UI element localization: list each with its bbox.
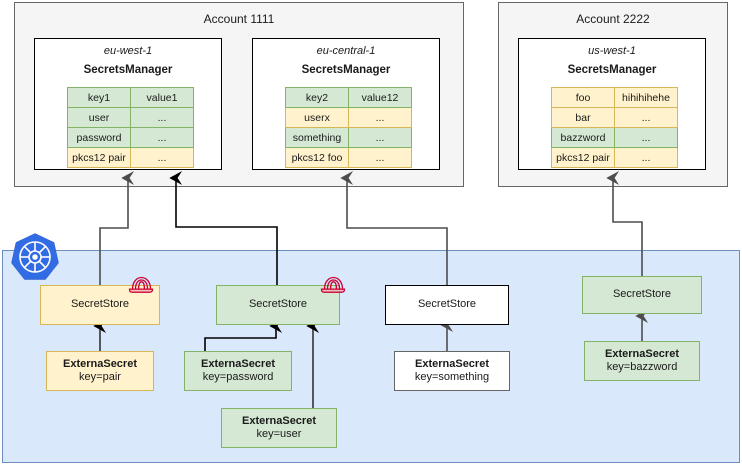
externasecret-key: key=bazzword: [606, 361, 678, 373]
secret-key: password: [67, 127, 131, 148]
secret-value: value1: [130, 87, 194, 108]
externasecret-key: key=password: [202, 371, 274, 383]
hard-hat-icon: [318, 272, 348, 296]
secrets-table: key2 value12 userx ... something ... pkc…: [285, 87, 412, 168]
secret-key: key2: [285, 87, 349, 108]
table-row: password ...: [67, 127, 194, 148]
table-row: userx ...: [285, 107, 412, 128]
externasecret-node-user[interactable]: ExternaSecret key=user: [221, 408, 337, 448]
region-title: eu-west-1: [103, 45, 153, 57]
secretsmanager-title: SecretsManager: [83, 64, 173, 76]
region-box-us-west-1: us-west-1 SecretsManager foo hihihihehe …: [518, 38, 706, 170]
table-row: pkcs12 pair ...: [67, 147, 194, 168]
externasecret-key: key=pair: [79, 371, 121, 383]
secret-key: userx: [285, 107, 349, 128]
secret-value: ...: [130, 107, 194, 128]
secret-key: pkcs12 pair: [551, 147, 615, 168]
kubernetes-icon: [11, 233, 59, 280]
externasecret-title: ExternaSecret: [242, 414, 316, 427]
secrets-table: key1 value1 user ... password ... pkcs12…: [67, 87, 194, 168]
externasecret-node-something[interactable]: ExternaSecret key=something: [394, 351, 510, 391]
secrets-table: foo hihihihehe bar ... bazzword ... pkcs…: [551, 87, 678, 168]
secret-key: foo: [551, 87, 615, 108]
secret-value: ...: [348, 147, 412, 168]
table-row: pkcs12 pair ...: [551, 147, 678, 168]
region-box-eu-west-1: eu-west-1 SecretsManager key1 value1 use…: [34, 38, 222, 170]
region-title: eu-central-1: [316, 45, 376, 57]
table-row: pkcs12 foo ...: [285, 147, 412, 168]
hard-hat-icon: [126, 272, 156, 296]
secretstore-node-4[interactable]: SecretStore: [582, 276, 702, 314]
externasecret-title: ExternaSecret: [201, 357, 275, 370]
table-row: something ...: [285, 127, 412, 148]
externasecret-node-password[interactable]: ExternaSecret key=password: [184, 351, 292, 391]
secret-value: ...: [614, 147, 678, 168]
secret-key: bazzword: [551, 127, 615, 148]
table-row: foo hihihihehe: [551, 87, 678, 108]
secret-value: hihihihehe: [614, 87, 678, 108]
secret-key: pkcs12 pair: [67, 147, 131, 168]
secret-key: key1: [67, 87, 131, 108]
secretstore-label: SecretStore: [417, 298, 477, 311]
externasecret-node-pair[interactable]: ExternaSecret key=pair: [46, 351, 154, 391]
secret-key: user: [67, 107, 131, 128]
externasecret-key: key=something: [414, 371, 490, 383]
region-box-eu-central-1: eu-central-1 SecretsManager key2 value12…: [252, 38, 440, 170]
kubernetes-logo: [10, 232, 60, 282]
hard-hat-glyph: [320, 276, 346, 293]
table-row: bazzword ...: [551, 127, 678, 148]
table-row: user ...: [67, 107, 194, 128]
externasecret-title: ExternaSecret: [63, 357, 137, 370]
table-row: key2 value12: [285, 87, 412, 108]
externasecret-title: ExternaSecret: [415, 357, 489, 370]
externasecret-node-bazzword[interactable]: ExternaSecret key=bazzword: [584, 341, 700, 381]
secret-value: ...: [130, 127, 194, 148]
secret-value: ...: [348, 107, 412, 128]
table-row: key1 value1: [67, 87, 194, 108]
region-title: us-west-1: [588, 45, 636, 57]
account-title: Account 1111: [203, 12, 275, 26]
externasecret-key: key=user: [256, 428, 302, 440]
secretsmanager-title: SecretsManager: [567, 64, 657, 76]
secretstore-node-2[interactable]: SecretStore: [216, 285, 340, 325]
secret-value: ...: [614, 107, 678, 128]
secretstore-label: SecretStore: [612, 288, 672, 301]
hard-hat-glyph: [128, 276, 154, 293]
secretsmanager-title: SecretsManager: [301, 64, 391, 76]
table-row: bar ...: [551, 107, 678, 128]
secret-key: bar: [551, 107, 615, 128]
secretstore-label: SecretStore: [248, 298, 308, 311]
secretstore-node-3[interactable]: SecretStore: [385, 285, 509, 325]
account-title: Account 2222: [576, 12, 650, 26]
secret-value: ...: [130, 147, 194, 168]
externasecret-title: ExternaSecret: [605, 347, 679, 360]
secret-key: pkcs12 foo: [285, 147, 349, 168]
secret-key: something: [285, 127, 349, 148]
secret-value: ...: [614, 127, 678, 148]
secret-value: value12: [348, 87, 412, 108]
secret-value: ...: [348, 127, 412, 148]
secretstore-label: SecretStore: [70, 298, 130, 311]
